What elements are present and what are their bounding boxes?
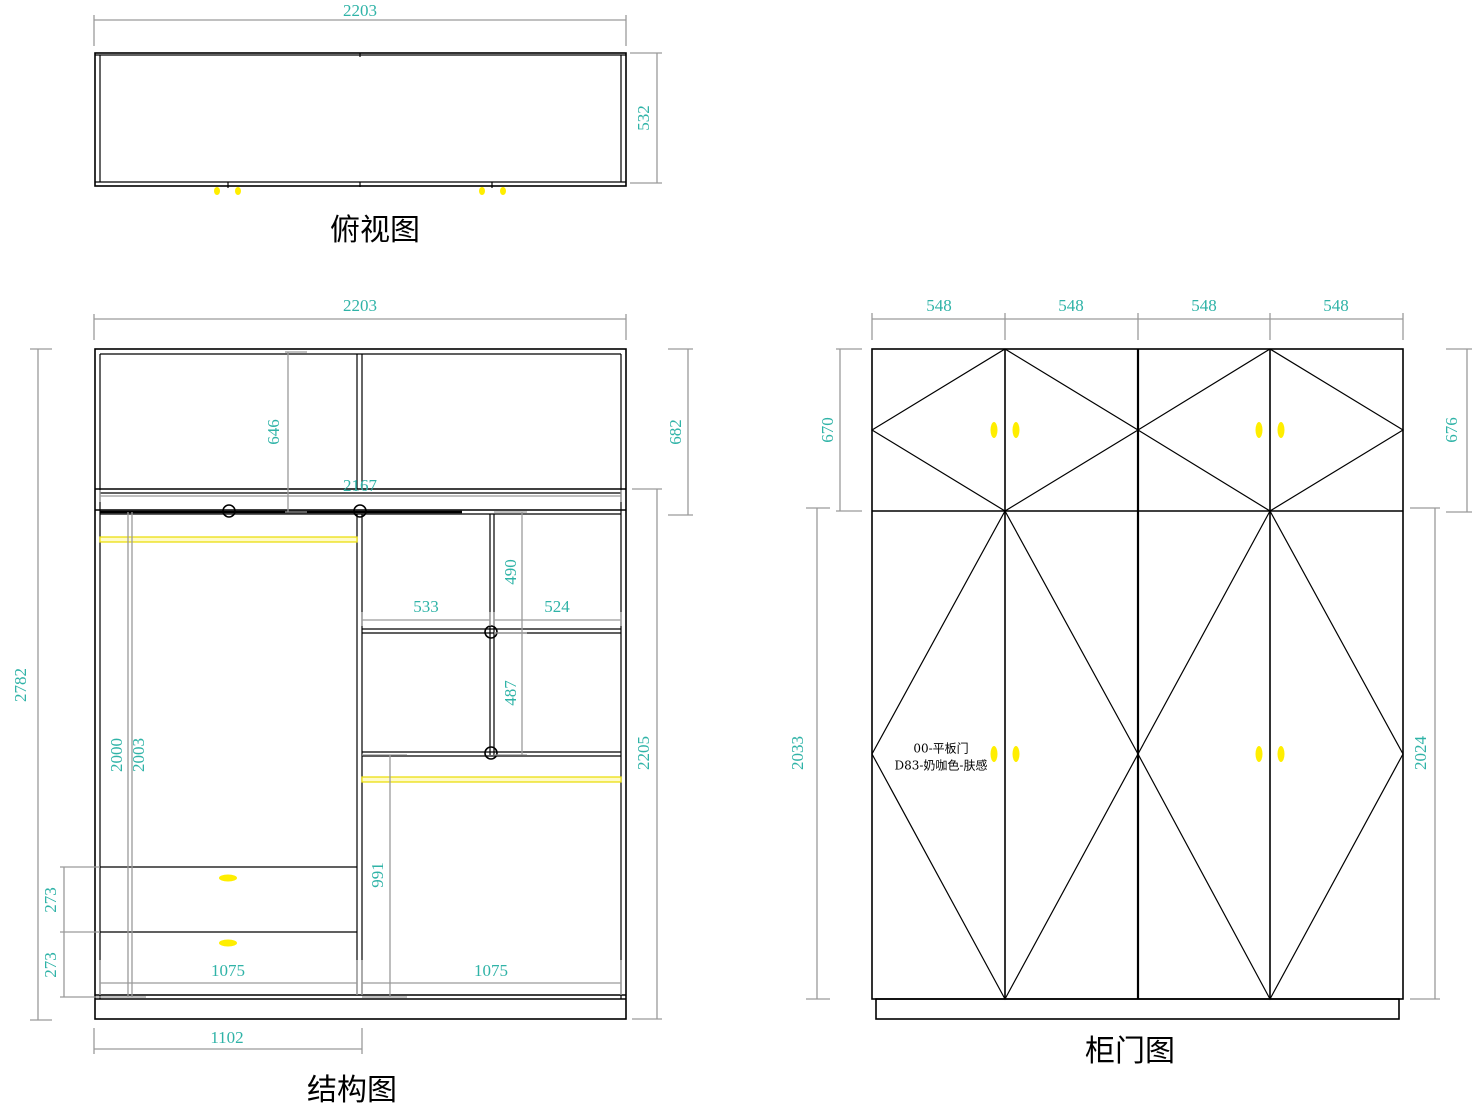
door-handle-icon (1255, 422, 1263, 438)
dimension-text: 532 (634, 105, 653, 131)
top-view-title: 俯视图 (330, 213, 420, 248)
door-handle-icon (1012, 746, 1020, 762)
dimension-text: 487 (501, 680, 520, 706)
door-handle-icon (1255, 746, 1263, 762)
dimension-text: 273 (41, 887, 60, 913)
dimension-text: 524 (544, 597, 570, 616)
dimension-text: 646 (264, 419, 283, 445)
dimension-text: 533 (413, 597, 439, 616)
dimension-text: 548 (926, 296, 952, 315)
door-handle-icon (990, 746, 998, 762)
material-label-line1: 00-平板门 (913, 741, 968, 756)
door-handle-icon (1012, 422, 1020, 438)
structure-dimensions: 2203 2782 682 2205 646 21 (11, 296, 693, 1054)
pivot-circle-icon (484, 625, 498, 639)
structure-view-title: 结构图 (307, 1073, 397, 1108)
dimension-text: 2203 (343, 296, 377, 315)
diamond-pattern (1136, 348, 1405, 512)
dimension-text: 1102 (210, 1028, 243, 1047)
dimension-text: 2000 (107, 738, 126, 772)
pivot-circle-icon (222, 504, 236, 518)
dimension-text: 548 (1058, 296, 1084, 315)
door-view: 00-平板门 D83-奶咖色-肤感 548 548 548 548 670 20… (788, 296, 1472, 1069)
handle-icon (500, 187, 506, 195)
hanging-rod (361, 776, 622, 783)
dimension-text: 548 (1191, 296, 1217, 315)
door-panels: 00-平板门 D83-奶咖色-肤感 (870, 348, 1405, 1020)
cabinet-outline (94, 52, 627, 187)
handle-icon (235, 187, 241, 195)
dimension-text: 2782 (11, 668, 30, 702)
pivot-circle-icon (484, 746, 498, 760)
dimension-text: 2203 (343, 1, 377, 20)
handle-icon (479, 187, 485, 195)
dimension-text: 2024 (1411, 736, 1430, 771)
top-view: 2203 532 俯视图 (93, 1, 662, 248)
dimension-text: 670 (818, 417, 837, 443)
dimension-text: 682 (666, 419, 685, 445)
door-handle-icon (1277, 746, 1285, 762)
dimension-text: 548 (1323, 296, 1349, 315)
top-view-width-dimension: 2203 (93, 1, 627, 46)
door-view-title: 柜门图 (1085, 1034, 1175, 1069)
door-dimensions: 548 548 548 548 670 2033 676 2024 (788, 296, 1472, 1000)
dimension-text: 2167 (343, 476, 378, 495)
dimension-text: 2003 (129, 738, 148, 772)
dimension-text: 2033 (788, 736, 807, 770)
dimension-text: 1075 (211, 961, 245, 980)
drawer-handle-icon (219, 939, 237, 947)
drawer-handle-icon (219, 874, 237, 882)
dimension-text: 490 (501, 559, 520, 585)
diamond-pattern (1137, 509, 1404, 1001)
pivot-circle-icon (353, 504, 367, 518)
top-view-cabinet (94, 52, 627, 195)
dimension-text: 273 (41, 952, 60, 978)
dimension-text: 676 (1442, 417, 1461, 443)
door-handle-icon (1277, 422, 1285, 438)
door-handle-icon (990, 422, 998, 438)
structure-cabinet (94, 348, 627, 1020)
dimension-text: 991 (368, 862, 387, 888)
hanging-rod (99, 536, 358, 543)
cabinet-outline (94, 348, 627, 1020)
top-view-depth-dimension: 532 (630, 52, 662, 184)
plinth (875, 998, 1400, 1020)
structure-view: 2203 2782 682 2205 646 21 (11, 296, 693, 1108)
material-label-line2: D83-奶咖色-肤感 (894, 758, 987, 773)
dimension-text: 1075 (474, 961, 508, 980)
dimension-text: 2205 (634, 736, 653, 770)
handle-icon (214, 187, 220, 195)
